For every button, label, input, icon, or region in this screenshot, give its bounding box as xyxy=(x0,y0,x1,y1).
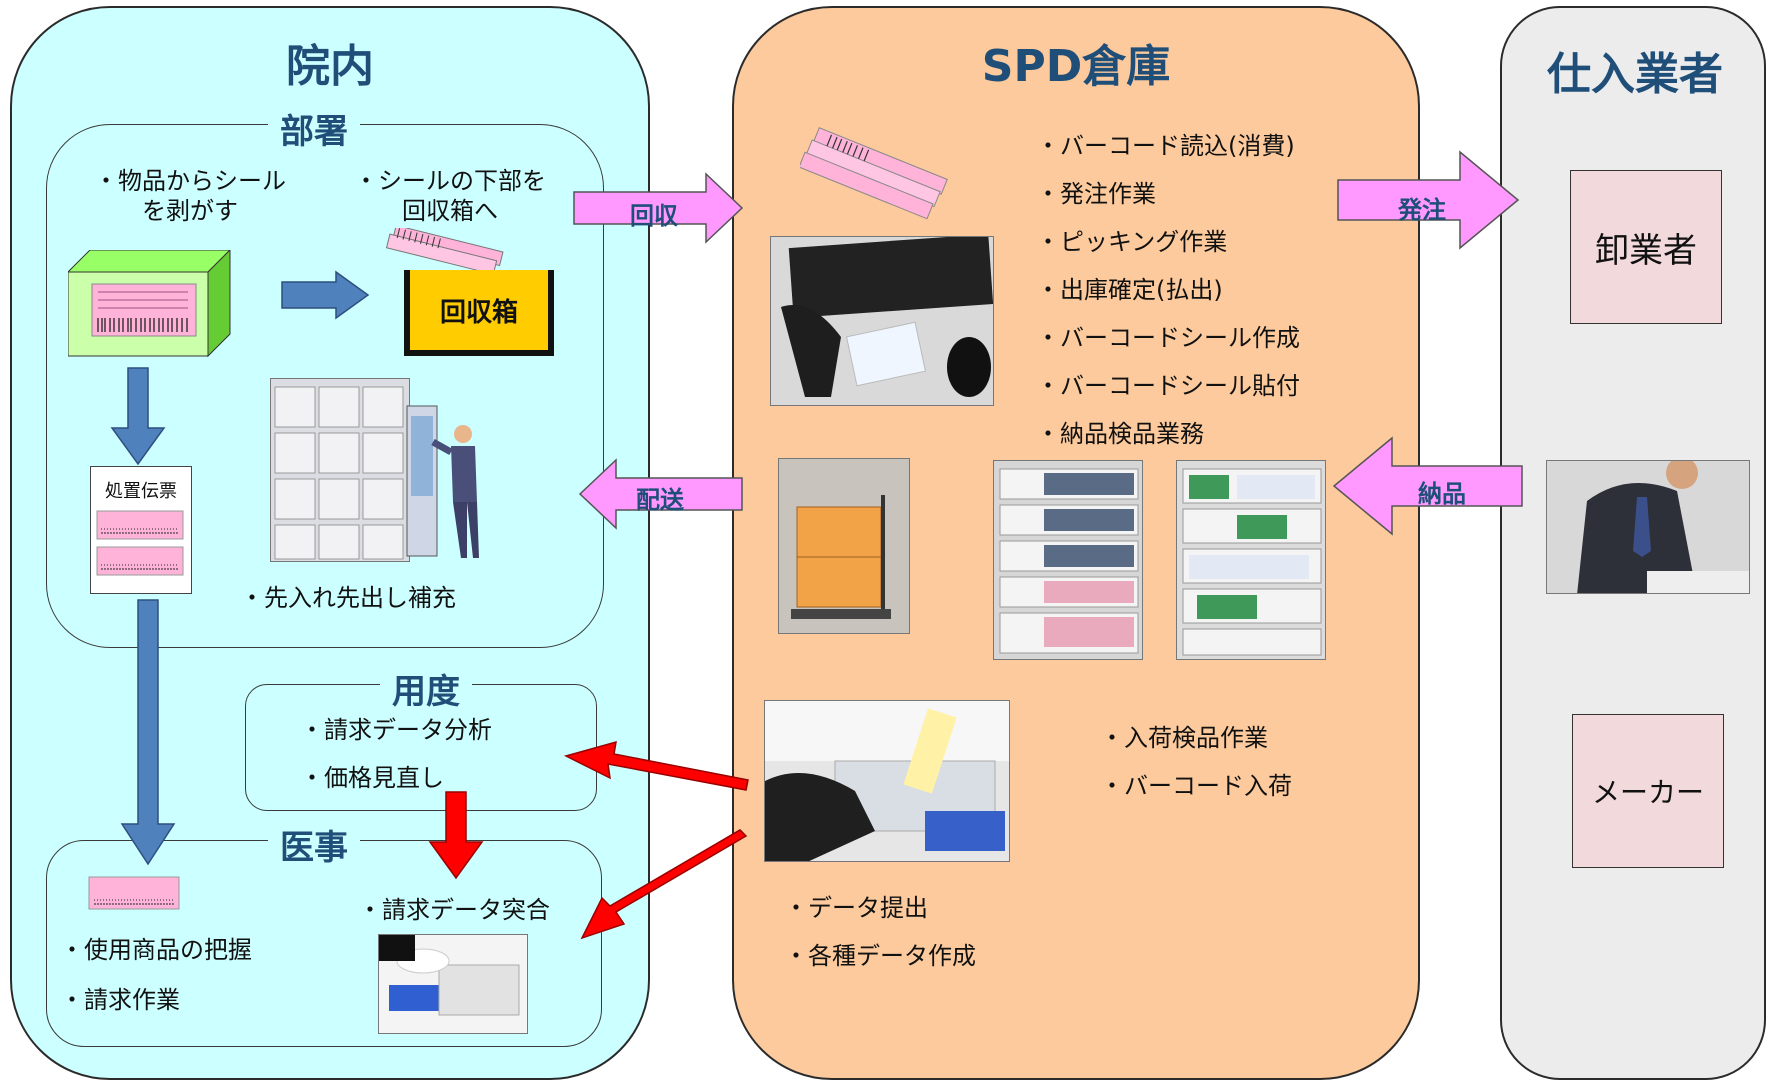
deliver-to-dept-label: 配送 xyxy=(636,486,684,514)
iji-title: 医事 xyxy=(268,820,360,869)
busho-title: 部署 xyxy=(268,104,360,153)
order-label: 発注 xyxy=(1398,196,1446,224)
spd-receiving-1: ・入荷検品作業 xyxy=(1100,724,1268,752)
product-box-icon xyxy=(68,250,231,358)
slip-label: 処置伝票 xyxy=(105,481,177,502)
spd-task-2: ・発注作業 xyxy=(1036,180,1156,208)
delivery-arrow xyxy=(1332,436,1523,536)
red-arrow-to-yodo xyxy=(563,740,749,791)
down-to-iji-arrow xyxy=(120,599,176,866)
spd-task-5: ・バーコードシール作成 xyxy=(1036,324,1300,352)
sticker-strips-icon xyxy=(385,228,504,275)
iji-match-text: ・請求データ突合 xyxy=(358,896,550,924)
collect-arrow xyxy=(573,172,744,244)
hospital-shelf-photo xyxy=(270,378,410,562)
deliver-to-dept-arrow xyxy=(578,458,743,530)
spd-data-1: ・データ提出 xyxy=(784,894,928,922)
treatment-slip: 処置伝票 xyxy=(90,466,192,594)
spd-title: SPD倉庫 xyxy=(981,41,1171,92)
yodo-item-2: ・価格見直し xyxy=(300,764,444,792)
replenish-text: ・先入れ先出し補充 xyxy=(240,584,456,612)
warehouse-shelf-photo-2 xyxy=(1176,460,1326,660)
cart-photo xyxy=(778,458,910,634)
spd-task-1: ・バーコード読込(消費) xyxy=(1036,132,1295,160)
down-to-slip-arrow xyxy=(110,367,166,466)
busho-step1-text: ・物品からシール を剥がす xyxy=(94,167,286,225)
slip-barcode-icon xyxy=(96,510,184,576)
innai-title: 院内 xyxy=(286,41,374,92)
spd-task-7: ・納品検品業務 xyxy=(1036,420,1204,448)
warehouse-shelf-photo-1 xyxy=(993,460,1143,660)
order-arrow xyxy=(1337,150,1520,250)
spd-task-4: ・出庫確定(払出) xyxy=(1036,276,1223,304)
iji-item-2: ・請求作業 xyxy=(60,986,180,1014)
spd-task-6: ・バーコードシール貼付 xyxy=(1036,372,1300,400)
busho-step2-text: ・シールの下部を 回収箱へ xyxy=(354,167,546,225)
red-arrow-to-iji xyxy=(580,829,748,940)
peel-right-arrow xyxy=(281,270,370,320)
keyboard-photo xyxy=(378,934,528,1034)
worker-illustration xyxy=(406,405,479,558)
maker-box: メーカー xyxy=(1572,714,1724,868)
wholesaler-box: 卸業者 xyxy=(1570,170,1722,324)
collect-label: 回収 xyxy=(630,202,678,230)
iji-barcode-icon xyxy=(88,876,180,910)
delivery-label: 納品 xyxy=(1418,480,1466,508)
spd-task-3: ・ピッキング作業 xyxy=(1036,228,1228,256)
collection-box: 回収箱 xyxy=(404,270,554,356)
businessman-photo xyxy=(1546,460,1750,594)
red-down-arrow xyxy=(428,791,484,880)
spd-receiving-2: ・バーコード入荷 xyxy=(1100,772,1292,800)
yodo-title: 用度 xyxy=(380,664,472,713)
barcode-stickers-icon xyxy=(800,127,948,220)
supplier-title: 仕入業者 xyxy=(1547,49,1723,100)
barcode-scanner-photo xyxy=(770,236,994,406)
yodo-item-1: ・請求データ分析 xyxy=(300,716,492,744)
data-entry-photo xyxy=(764,700,1010,862)
spd-data-2: ・各種データ作成 xyxy=(784,942,976,970)
iji-item-1: ・使用商品の把握 xyxy=(60,936,252,964)
